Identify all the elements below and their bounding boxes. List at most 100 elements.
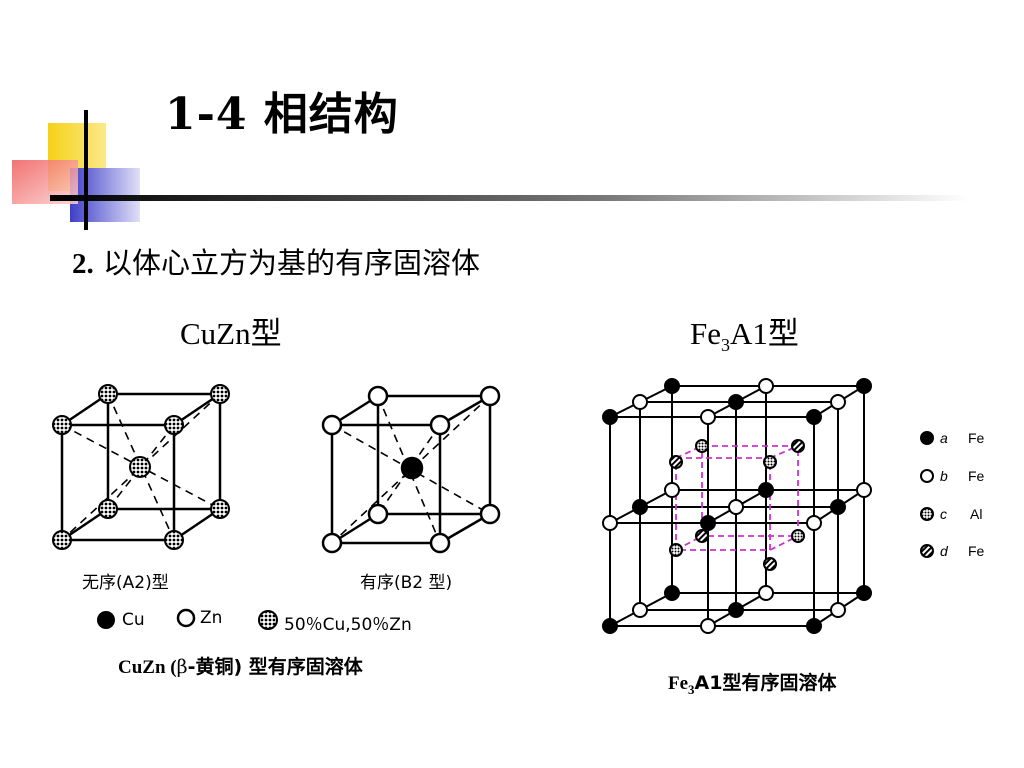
inner-dashed-cube: [675, 445, 799, 551]
legend-zn-text: Zn: [200, 608, 223, 628]
vertical-rule: [84, 110, 88, 230]
legend-cu-symbol: [97, 611, 115, 629]
atom-fe-a: [664, 378, 680, 394]
atom-fe-b: [700, 618, 716, 634]
cuzn-caption-post: -黄铜) 型有序固溶体: [187, 656, 363, 678]
atom-mixed: [52, 530, 72, 550]
decorative-blocks: [12, 110, 970, 230]
atom-fe-a: [856, 585, 872, 601]
atom-fe-a: [856, 378, 872, 394]
fe3al-type-label: Fe3A1型: [690, 308, 799, 356]
atom-zn: [367, 385, 389, 407]
cell-b2-atoms: [321, 385, 501, 554]
fe3al-caption-sub: 3: [688, 681, 695, 697]
atom-fe-b: [856, 482, 872, 498]
legend-c-symbol: [920, 507, 934, 521]
atom-mixed: [52, 415, 72, 435]
atom-al-c: [791, 529, 805, 543]
atom-fe-d: [791, 439, 805, 453]
cell-a2-label: 无序(A2)型: [82, 573, 169, 593]
atom-fe-a: [602, 618, 618, 634]
atom-fe-d: [695, 529, 709, 543]
section-text: 以体心立方为基的有序固溶体: [93, 246, 480, 280]
atom-fe-d: [763, 557, 777, 571]
atom-fe-a: [806, 409, 822, 425]
legend-d-letter: d: [940, 543, 948, 559]
atom-fe-b: [758, 585, 774, 601]
atom-fe-b: [632, 394, 648, 410]
atom-mixed-center: [129, 456, 151, 478]
section-number: 2.: [72, 248, 94, 280]
atom-zn: [429, 414, 451, 436]
legend-b-letter: b: [940, 468, 948, 484]
legend-mixed-symbol: [258, 610, 278, 630]
atom-fe-a: [830, 499, 846, 515]
atom-fe-b: [758, 378, 774, 394]
legend-zn-symbol: [176, 608, 196, 628]
atom-mixed: [164, 530, 184, 550]
atom-zn: [479, 385, 501, 407]
atom-mixed: [164, 415, 184, 435]
atom-fe-a: [758, 482, 774, 498]
atom-fe-b: [602, 515, 618, 531]
atom-al-c: [763, 455, 777, 469]
atom-fe-a: [728, 394, 744, 410]
atom-fe-b: [700, 409, 716, 425]
atom-mixed: [98, 499, 118, 519]
legend-a-symbol: [920, 431, 934, 445]
atom-fe-a: [700, 515, 716, 531]
atom-fe-a: [602, 409, 618, 425]
atom-zn: [429, 532, 451, 554]
atom-mixed: [210, 499, 230, 519]
atom-mixed: [98, 384, 118, 404]
atom-fe-a: [728, 602, 744, 618]
atom-fe-b: [632, 602, 648, 618]
page-title: 1-4 相结构: [165, 89, 399, 140]
cell-a2-atoms: [52, 384, 230, 550]
legend-a-text: Fe: [968, 430, 985, 446]
cuzn-type-label: CuZn型: [180, 316, 282, 351]
legend-c-letter: c: [940, 506, 947, 522]
atom-zn: [321, 414, 343, 436]
legend-cu-text: Cu: [122, 610, 145, 630]
legend-b-text: Fe: [968, 468, 985, 484]
legend-c-text: Al: [970, 506, 983, 522]
cuzn-caption-pre: CuZn (: [118, 657, 177, 678]
fe3al-legend-symbols: [920, 431, 934, 558]
atom-fe-b: [830, 602, 846, 618]
atom-al-c: [669, 543, 683, 557]
atom-zn: [367, 503, 389, 525]
fe3al-type-suffix: A1型: [730, 316, 799, 351]
atom-cu-center: [400, 456, 424, 480]
legend-b-symbol: [920, 469, 934, 483]
legend-a-letter: a: [940, 430, 948, 446]
atom-fe-a: [664, 585, 680, 601]
section-heading: 2. 以体心立方为基的有序固溶体: [72, 240, 480, 282]
legend-mixed-text: 50％Cu,50％Zn: [284, 615, 412, 635]
fe3al-caption: Fe3A1型有序固溶体: [668, 668, 836, 698]
atom-zn: [321, 532, 343, 554]
fe3al-type-prefix: Fe: [690, 316, 721, 351]
atom-fe-b: [728, 499, 744, 515]
atom-fe-a: [632, 499, 648, 515]
atom-al-c: [695, 439, 709, 453]
fe3al-diagram: [602, 378, 872, 634]
atom-fe-b: [806, 515, 822, 531]
legend-d-symbol: [920, 544, 934, 558]
atom-fe-d: [669, 455, 683, 469]
atom-mixed: [210, 384, 230, 404]
horizontal-rule: [50, 195, 970, 201]
atom-fe-b: [664, 482, 680, 498]
cuzn-diagrams: [52, 384, 501, 630]
decorative-corner: [0, 0, 1024, 240]
fe3al-caption-suffix: A1型有序固溶体: [694, 672, 837, 694]
beta-symbol: β: [176, 656, 188, 678]
cuzn-caption: CuZn (β-黄铜) 型有序固溶体: [118, 652, 363, 679]
fe3al-type-sub: 3: [721, 335, 730, 356]
atom-fe-b: [830, 394, 846, 410]
fe3al-caption-prefix: Fe: [668, 673, 689, 694]
atom-zn: [479, 503, 501, 525]
atom-fe-a: [806, 618, 822, 634]
cell-b2-label: 有序(B2 型): [360, 573, 453, 593]
legend-d-text: Fe: [968, 543, 985, 559]
